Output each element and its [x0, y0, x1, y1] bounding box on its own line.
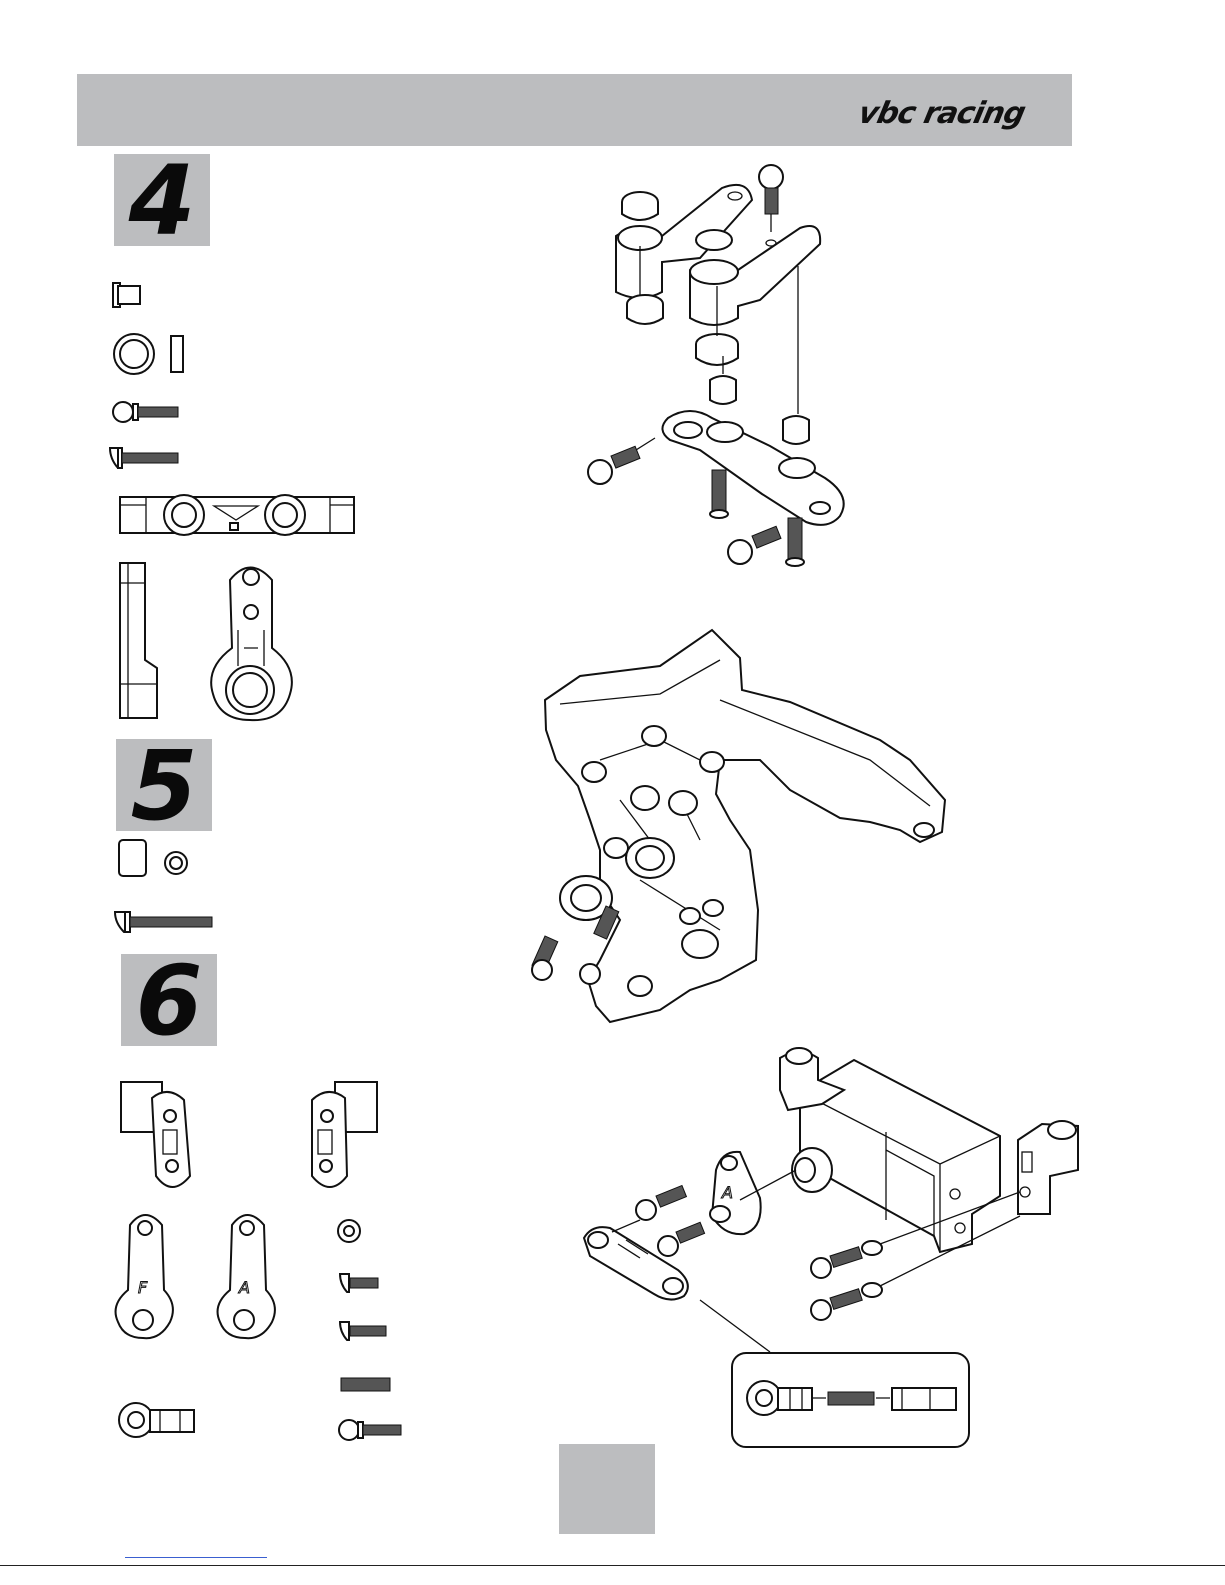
step-6-parts-list: F A: [116, 1082, 401, 1440]
servo-saver-side-part: [120, 563, 157, 718]
svg-text:A: A: [721, 1183, 733, 1202]
ball-stud-small-part: [339, 1420, 401, 1440]
step-5-parts-list: [115, 840, 212, 932]
bearing-part: [114, 334, 183, 374]
button-screw-part: [110, 448, 178, 468]
set-screw-part: [341, 1378, 390, 1391]
servo-mount-right-part: [312, 1082, 377, 1187]
flanged-bushing-part: [113, 283, 140, 307]
short-screw-2-part: [340, 1322, 386, 1340]
steering-bridge-part: [120, 495, 354, 535]
step-4-exploded-view: [588, 165, 844, 566]
servo-mount-left-part: [121, 1082, 190, 1187]
svg-text:F: F: [138, 1278, 148, 1297]
ball-stud-part: [113, 402, 178, 422]
ball-end-part: [119, 1403, 194, 1437]
servo-horn-f-part: F: [116, 1215, 173, 1338]
step-4-parts-list: [110, 283, 354, 720]
servo-horn-a-part: A: [218, 1215, 275, 1338]
steering-arm-part: [211, 568, 292, 721]
step-6-assembly-view: A: [584, 1048, 1078, 1447]
short-screw-1-part: [340, 1274, 378, 1292]
washer-part: [165, 852, 187, 874]
svg-text:A: A: [238, 1278, 250, 1297]
small-washer-part: [338, 1220, 360, 1242]
step-5-assembly-view: [532, 630, 945, 1022]
long-screw-part: [115, 912, 212, 932]
spacer-part: [119, 840, 146, 876]
